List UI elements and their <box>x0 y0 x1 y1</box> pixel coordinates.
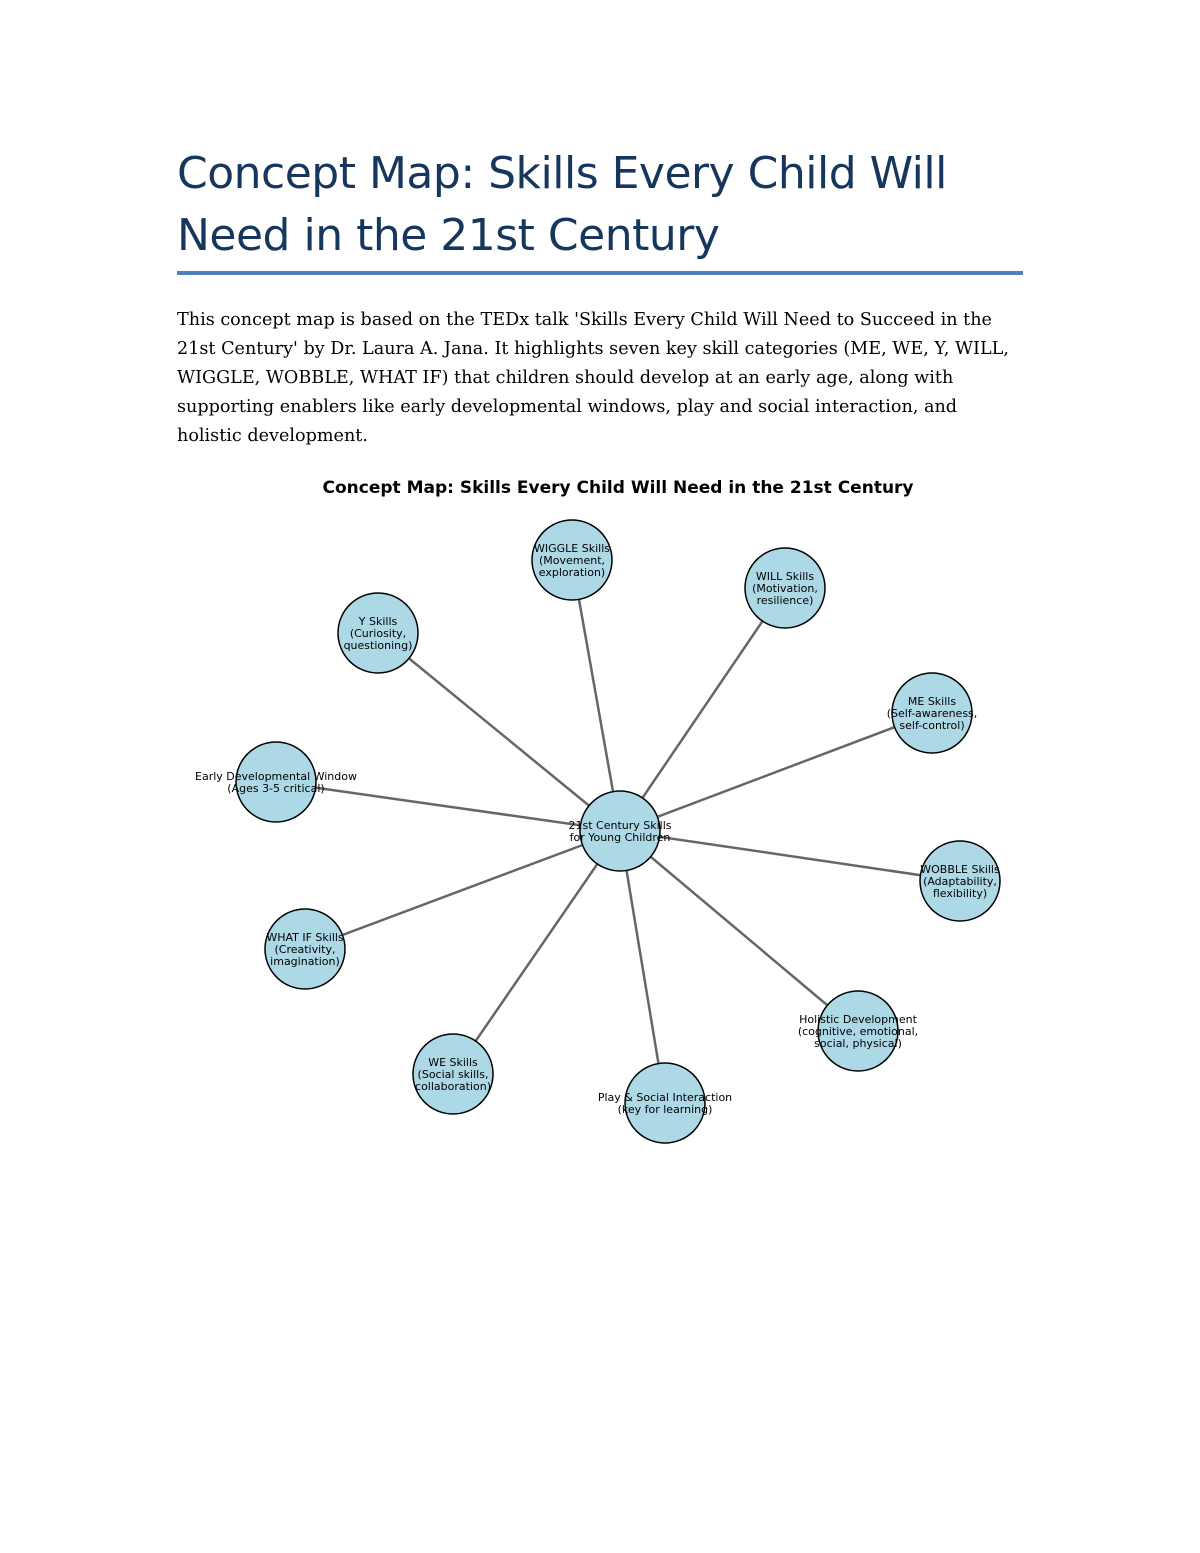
document-title: Concept Map: Skills Every Child Will Nee… <box>177 148 947 261</box>
intro-paragraph: This concept map is based on the TEDx ta… <box>177 310 1009 446</box>
nodes-group: WIGGLE Skills(Movement,exploration) WILL … <box>195 519 1001 1144</box>
node-label-we-0: WE Skills <box>428 1056 478 1069</box>
node-circle-we <box>412 1033 494 1115</box>
node-label-we-1: (Social skills, <box>418 1068 489 1081</box>
node-label-wiggle-2: exploration) <box>539 566 605 579</box>
node-label-play-0: Play & Social Interaction <box>598 1091 732 1104</box>
node-label-will-0: WILL Skills <box>756 570 814 583</box>
title-underline <box>177 271 1023 275</box>
node-holistic: Holistic Development(cognitive, emotiona… <box>798 990 918 1072</box>
node-label-whatif-0: WHAT IF Skills <box>266 931 344 944</box>
node-whatif: WHAT IF Skills(Creativity,imagination) <box>264 908 346 990</box>
node-label-y-1: (Curiosity, <box>350 627 406 640</box>
node-label-holistic-0: Holistic Development <box>799 1013 917 1026</box>
node-label-whatif-2: imagination) <box>270 955 340 968</box>
node-label-wiggle-1: (Movement, <box>539 554 605 567</box>
node-label-me-1: (Self-awareness, <box>887 707 978 720</box>
edge-wobble <box>619 829 961 883</box>
node-circle-me <box>891 672 973 754</box>
node-circle-early <box>235 741 317 823</box>
node-label-early-1: (Ages 3-5 critical) <box>227 782 324 795</box>
edge-me <box>619 711 933 833</box>
node-will: WILL Skills(Motivation,resilience) <box>744 547 826 629</box>
node-label-we-2: collaboration) <box>415 1080 491 1093</box>
edge-will <box>618 587 787 832</box>
node-label-wobble-2: flexibility) <box>933 887 987 900</box>
node-label-will-1: (Motivation, <box>752 582 818 595</box>
node-label-wobble-0: WOBBLE Skills <box>920 863 1000 876</box>
edges-group <box>275 559 961 1104</box>
node-early: Early Developmental Window(Ages 3-5 crit… <box>195 741 357 823</box>
edge-holistic <box>619 830 859 1032</box>
node-circle-wobble <box>919 840 1001 922</box>
edge-wiggle <box>570 559 622 832</box>
edge-whatif <box>304 829 621 951</box>
node-label-will-2: resilience) <box>757 594 814 607</box>
node-label-y-2: questioning) <box>344 639 413 652</box>
node-circle-play <box>624 1062 706 1144</box>
edge-early <box>275 780 621 833</box>
node-we: WE Skills(Social skills,collaboration) <box>412 1033 494 1115</box>
node-circle-center <box>579 790 661 872</box>
node-label-play-1: (key for learning) <box>618 1103 713 1116</box>
edge-play <box>618 830 667 1104</box>
node-circle-y <box>337 592 419 674</box>
concept-map-title: Concept Map: Skills Every Child Will Nee… <box>322 478 913 498</box>
node-label-center-1: for Young Children <box>570 831 671 844</box>
node-label-wiggle-0: WIGGLE Skills <box>534 542 610 555</box>
node-label-holistic-1: (cognitive, emotional, <box>798 1025 918 1038</box>
node-label-me-2: self-control) <box>899 719 964 732</box>
node-circle-holistic <box>817 990 899 1072</box>
node-label-holistic-2: social, physical) <box>814 1037 902 1050</box>
node-wiggle: WIGGLE Skills(Movement,exploration) <box>531 519 613 601</box>
node-circle-will <box>744 547 826 629</box>
node-label-wobble-1: (Adaptability, <box>923 875 997 888</box>
node-y: Y Skills(Curiosity,questioning) <box>337 592 419 674</box>
node-wobble: WOBBLE Skills(Adaptability,flexibility) <box>919 840 1001 922</box>
node-label-center-0: 21st Century Skills <box>568 819 671 832</box>
edge-we <box>451 830 622 1075</box>
node-label-early-0: Early Developmental Window <box>195 770 357 783</box>
node-label-me-0: ME Skills <box>908 695 956 708</box>
node-circle-wiggle <box>531 519 613 601</box>
edge-y <box>377 632 621 832</box>
node-me: ME Skills(Self-awareness,self-control) <box>887 672 978 754</box>
node-play: Play & Social Interaction(key for learni… <box>598 1062 732 1144</box>
node-label-whatif-1: (Creativity, <box>274 943 335 956</box>
node-label-y-0: Y Skills <box>358 615 398 628</box>
node-circle-whatif <box>264 908 346 990</box>
